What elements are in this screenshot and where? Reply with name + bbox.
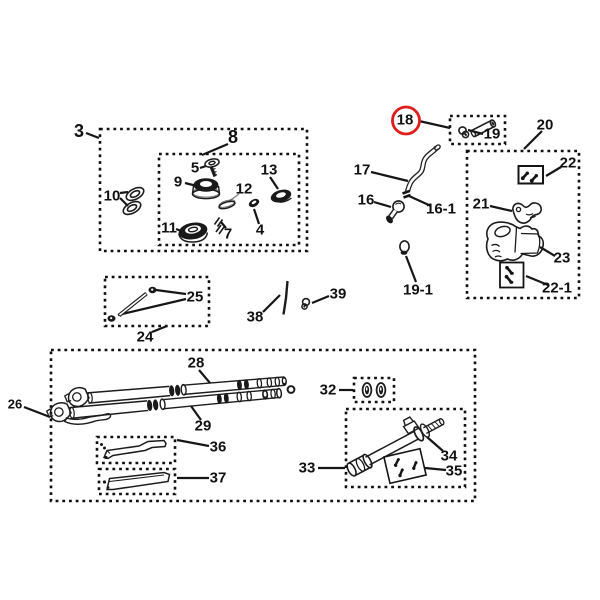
part-17-guide-rod [404,144,441,193]
part-label-21[interactable]: 21 [472,195,490,213]
group-box-32 [352,376,396,404]
part-label-9[interactable]: 9 [173,173,183,191]
part-label-34[interactable]: 34 [440,447,458,465]
part-10-dust-seals [122,186,145,216]
part-13-bearing-lower [270,189,292,203]
part-9-bearing-upper [191,178,221,200]
part-label-39[interactable]: 39 [329,285,347,303]
part-label-26[interactable]: 26 [7,396,23,412]
part-label-10[interactable]: 10 [103,187,121,205]
group-box-36 [95,435,177,465]
part-label-7[interactable]: 7 [223,225,233,243]
part-28-fork-leg-upper [63,376,296,408]
group-box-24 [103,275,211,328]
part-16-knob [386,200,405,224]
part-5-stem-bolt [204,158,220,178]
part-label-20[interactable]: 20 [536,116,554,134]
part-19-nut [458,126,470,139]
group-box-3 [98,127,309,253]
part-label-36[interactable]: 36 [209,438,227,456]
part-label-22[interactable]: 22 [559,154,577,172]
part-label-11[interactable]: 11 [161,219,177,237]
part-label-33[interactable]: 33 [298,459,316,477]
part-label-19[interactable]: 19 [483,125,501,143]
part-label-16[interactable]: 16 [357,191,375,209]
part-label-25[interactable]: 25 [186,288,204,306]
group-box-33 [344,407,467,489]
part-29-fork-leg-lower [45,387,283,425]
part-label-8[interactable]: 8 [227,127,239,147]
part-19-pin [458,119,497,139]
part-label-18[interactable]: 18 [396,111,414,129]
part-label-37[interactable]: 37 [209,469,227,487]
group-boxes [49,114,581,503]
group-box-26 [49,348,477,503]
part-label-19-1[interactable]: 19-1 [402,281,434,299]
part-label-29[interactable]: 29 [194,417,212,435]
part-38-rod [282,280,289,315]
group-box-37 [97,467,177,496]
part-35-screw-kit [382,447,428,485]
part-32-bushings [361,382,387,398]
part-label-28[interactable]: 28 [187,354,205,372]
part-label-38[interactable]: 38 [246,308,264,326]
part-21-bracket [512,202,542,224]
part-25-rod [107,286,157,322]
part-label-22-1[interactable]: 22-1 [541,279,573,297]
part-7-pins [213,217,225,235]
highlight-circle-18 [391,105,421,136]
part-label-4[interactable]: 4 [255,221,265,239]
part-11-seal [178,222,209,243]
group-box-8 [157,152,301,247]
part-label-17[interactable]: 17 [353,161,371,179]
part-label-23[interactable]: 23 [553,249,571,267]
part-22-1-screws [499,261,525,289]
part-4-o-ring [248,198,260,208]
part-label-3[interactable]: 3 [73,121,85,141]
part-23-holder [485,221,545,262]
part-label-16-1[interactable]: 16-1 [425,200,457,218]
part-label-24[interactable]: 24 [136,328,154,346]
part-39-nut [301,297,311,310]
part-37-guard [102,471,171,491]
part-label-32[interactable]: 32 [319,381,337,399]
part-33-axle [346,416,445,477]
part-12-washer [218,199,236,210]
part-label-35[interactable]: 35 [445,462,463,480]
group-box-19 [448,114,507,146]
group-box-20 [465,149,581,300]
part-label-13[interactable]: 13 [260,161,278,179]
part-22-screw-kit [517,165,544,185]
part-19-1-plug [399,240,410,255]
part-36-guard [100,439,167,460]
part-label-5[interactable]: 5 [190,159,200,177]
part-label-12[interactable]: 12 [235,180,253,198]
part-16-1-clip [402,189,411,199]
leader-lines [23,119,562,480]
